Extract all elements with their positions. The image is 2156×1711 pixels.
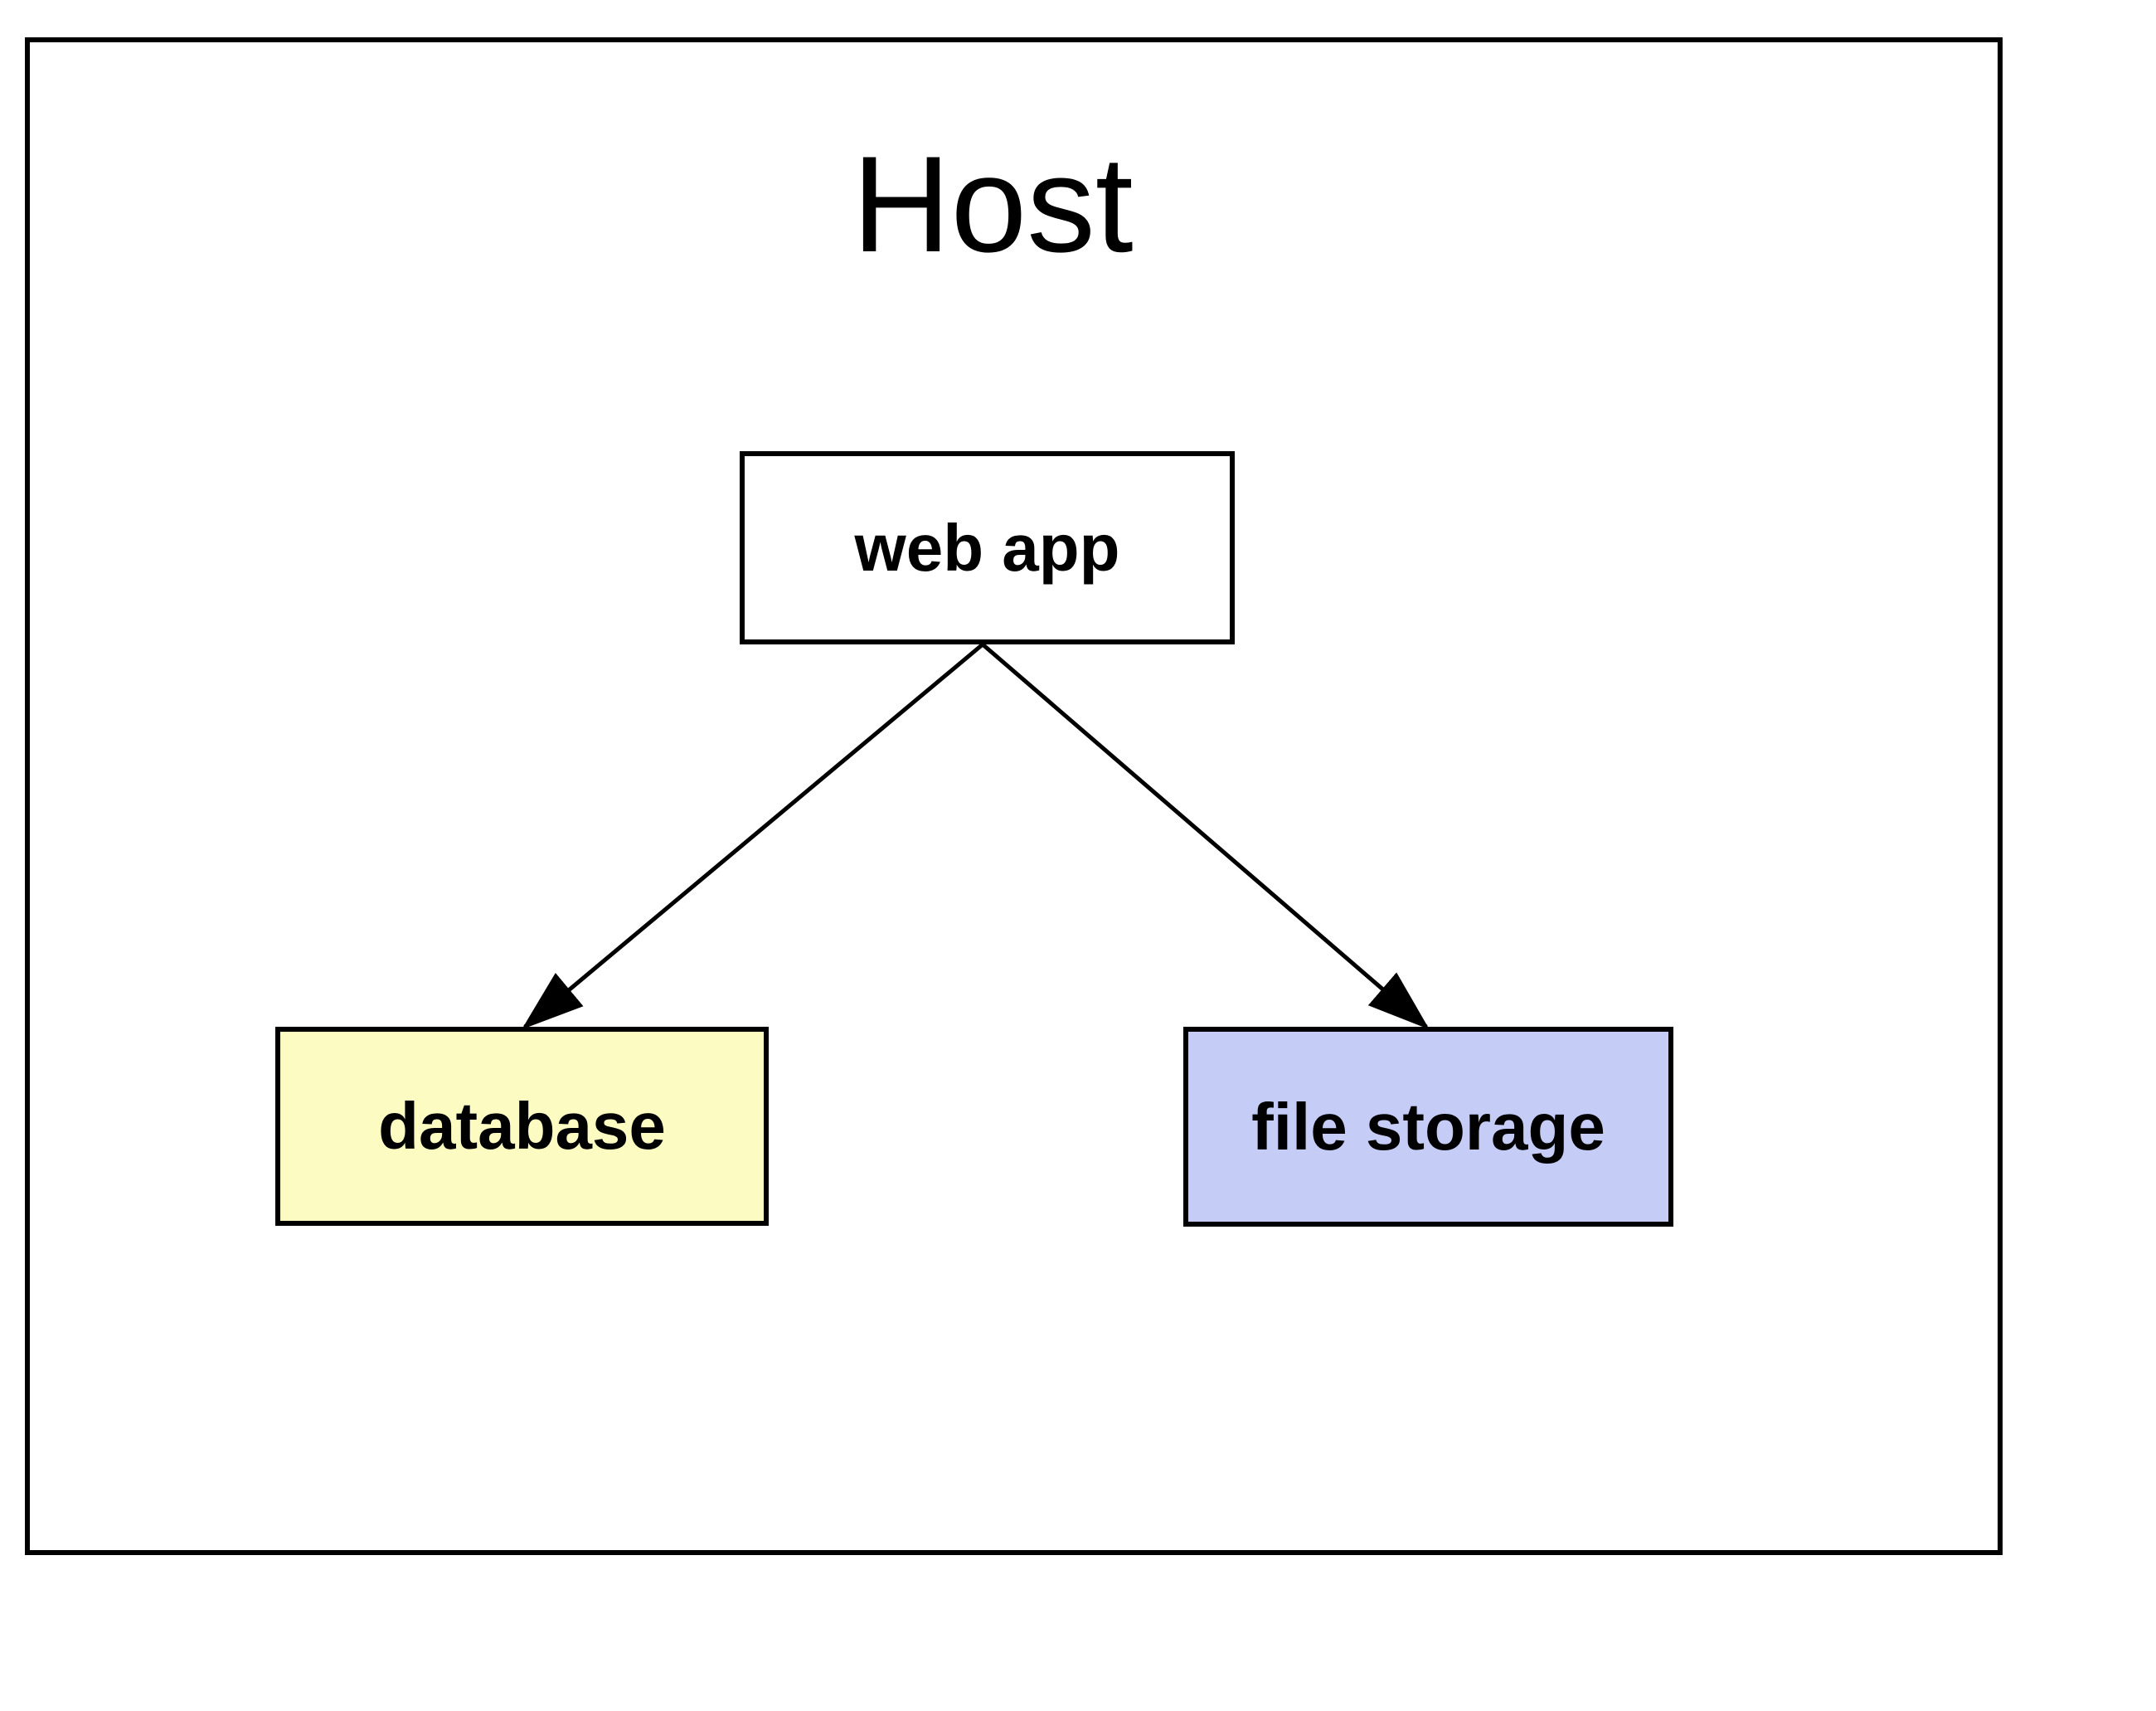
node-web-app-label: web app (854, 510, 1120, 585)
node-database: database (275, 1027, 769, 1226)
diagram-title: Host (852, 128, 1134, 280)
node-file-storage-label: file storage (1251, 1089, 1605, 1164)
node-file-storage: file storage (1183, 1027, 1673, 1227)
node-web-app: web app (740, 451, 1235, 644)
node-database-label: database (378, 1089, 666, 1163)
